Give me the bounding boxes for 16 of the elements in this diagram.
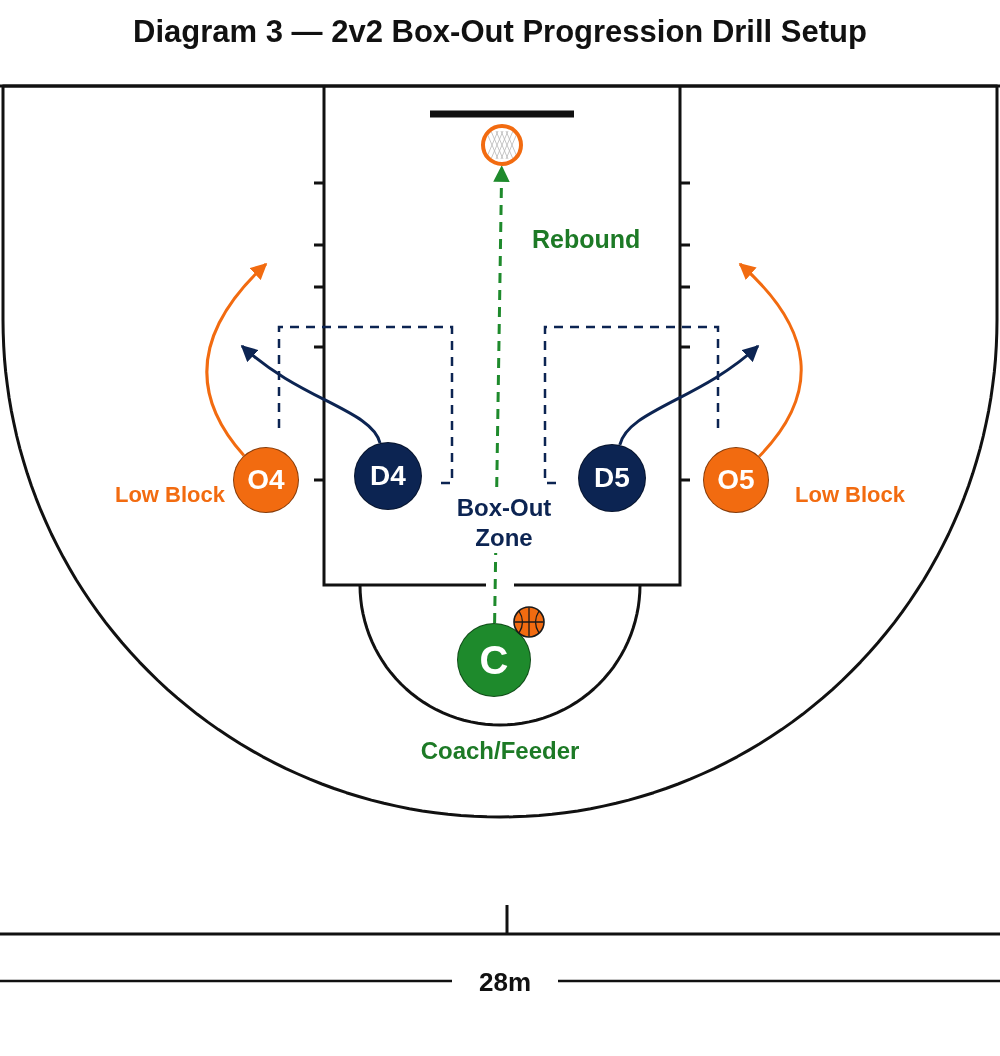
- player-marker: O5: [703, 447, 769, 513]
- basketball-hoop: [479, 122, 525, 168]
- player-marker: D4: [354, 442, 422, 510]
- role-label: Coach/Feeder: [420, 736, 580, 766]
- curved-arrow: [618, 344, 760, 446]
- edge-label: Rebound: [532, 224, 641, 255]
- curved-arrow: [205, 262, 268, 457]
- player-marker: O4: [233, 447, 299, 513]
- curved-arrow: [738, 262, 803, 458]
- player-marker: D5: [578, 444, 646, 512]
- coach-marker: C: [457, 623, 531, 697]
- curved-arrow: [240, 344, 382, 444]
- diagram-title: Diagram 3 — 2v2 Box-Out Progression Drill Setup: [132, 14, 868, 50]
- position-label: Low Block: [115, 481, 225, 509]
- dashed-arrow: [493, 165, 510, 624]
- position-label: Low Block: [795, 481, 905, 509]
